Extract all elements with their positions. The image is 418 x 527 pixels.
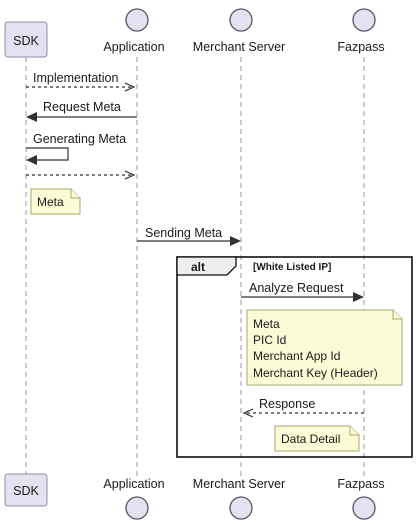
participant-application-bottom: Application	[103, 477, 165, 520]
entity-circle-icon	[125, 496, 149, 520]
arrowhead-icon	[26, 112, 37, 122]
message-return-meta	[26, 170, 136, 180]
message-label: Generating Meta	[33, 132, 126, 146]
entity-circle-icon	[229, 8, 253, 32]
participant-fazpass-label: Fazpass	[337, 40, 384, 54]
arrowhead-icon	[124, 82, 136, 92]
message-label: Implementation	[33, 71, 119, 85]
entity-circle-icon	[229, 496, 253, 520]
note-line-pic-id: PIC Id	[253, 333, 286, 347]
message-generating-meta: Generating Meta	[26, 132, 126, 165]
participant-merchant-server-label: Merchant Server	[193, 477, 285, 491]
entity-circle-icon	[352, 496, 376, 520]
participant-fazpass-bottom: Fazpass	[337, 477, 385, 520]
participant-application-top: Application	[103, 8, 165, 54]
participant-sdk-top: SDK	[4, 21, 48, 58]
alt-guard: [White Listed IP]	[253, 262, 331, 273]
note-meta: Meta	[30, 188, 81, 215]
arrowhead-icon	[230, 236, 241, 246]
message-response: Response	[242, 397, 364, 418]
note-text: Data Detail	[281, 432, 340, 446]
message-label: Sending Meta	[145, 226, 222, 240]
arrowhead-icon	[353, 292, 364, 302]
message-request-meta: Request Meta	[26, 100, 137, 122]
participant-merchant-server-top: Merchant Server	[193, 8, 285, 54]
message-label: Request Meta	[43, 100, 121, 114]
alt-fragment: alt [White Listed IP]	[176, 256, 413, 458]
note-line-merchant-key: Merchant Key (Header)	[253, 366, 378, 380]
entity-circle-icon	[352, 8, 376, 32]
note-line-meta: Meta	[253, 317, 280, 331]
participant-application-label: Application	[103, 40, 164, 54]
alt-keyword: alt	[191, 260, 205, 274]
note-text: Meta	[37, 195, 64, 209]
note-request-details: Meta PIC Id Merchant App Id Merchant Key…	[246, 309, 403, 386]
participant-sdk-label: SDK	[13, 34, 39, 48]
message-label: Response	[259, 397, 315, 411]
arrowhead-icon	[124, 170, 136, 180]
message-implementation: Implementation	[26, 71, 136, 92]
participant-merchant-server-bottom: Merchant Server	[193, 477, 285, 520]
note-data-detail: Data Detail	[274, 425, 360, 452]
note-line-merchant-app-id: Merchant App Id	[253, 349, 340, 363]
participant-application-label: Application	[103, 477, 164, 491]
arrowhead-icon	[242, 408, 254, 418]
message-label: Analyze Request	[249, 281, 344, 295]
arrowhead-icon	[26, 155, 37, 165]
entity-circle-icon	[125, 8, 149, 32]
participant-sdk-bottom: SDK	[4, 473, 48, 507]
participant-fazpass-top: Fazpass	[337, 8, 385, 54]
participant-fazpass-label: Fazpass	[337, 477, 384, 491]
message-analyze-request: Analyze Request	[241, 281, 364, 302]
participant-sdk-label: SDK	[13, 484, 39, 498]
participant-merchant-server-label: Merchant Server	[193, 40, 285, 54]
message-sending-meta: Sending Meta	[137, 226, 241, 246]
alt-tab	[176, 256, 237, 276]
